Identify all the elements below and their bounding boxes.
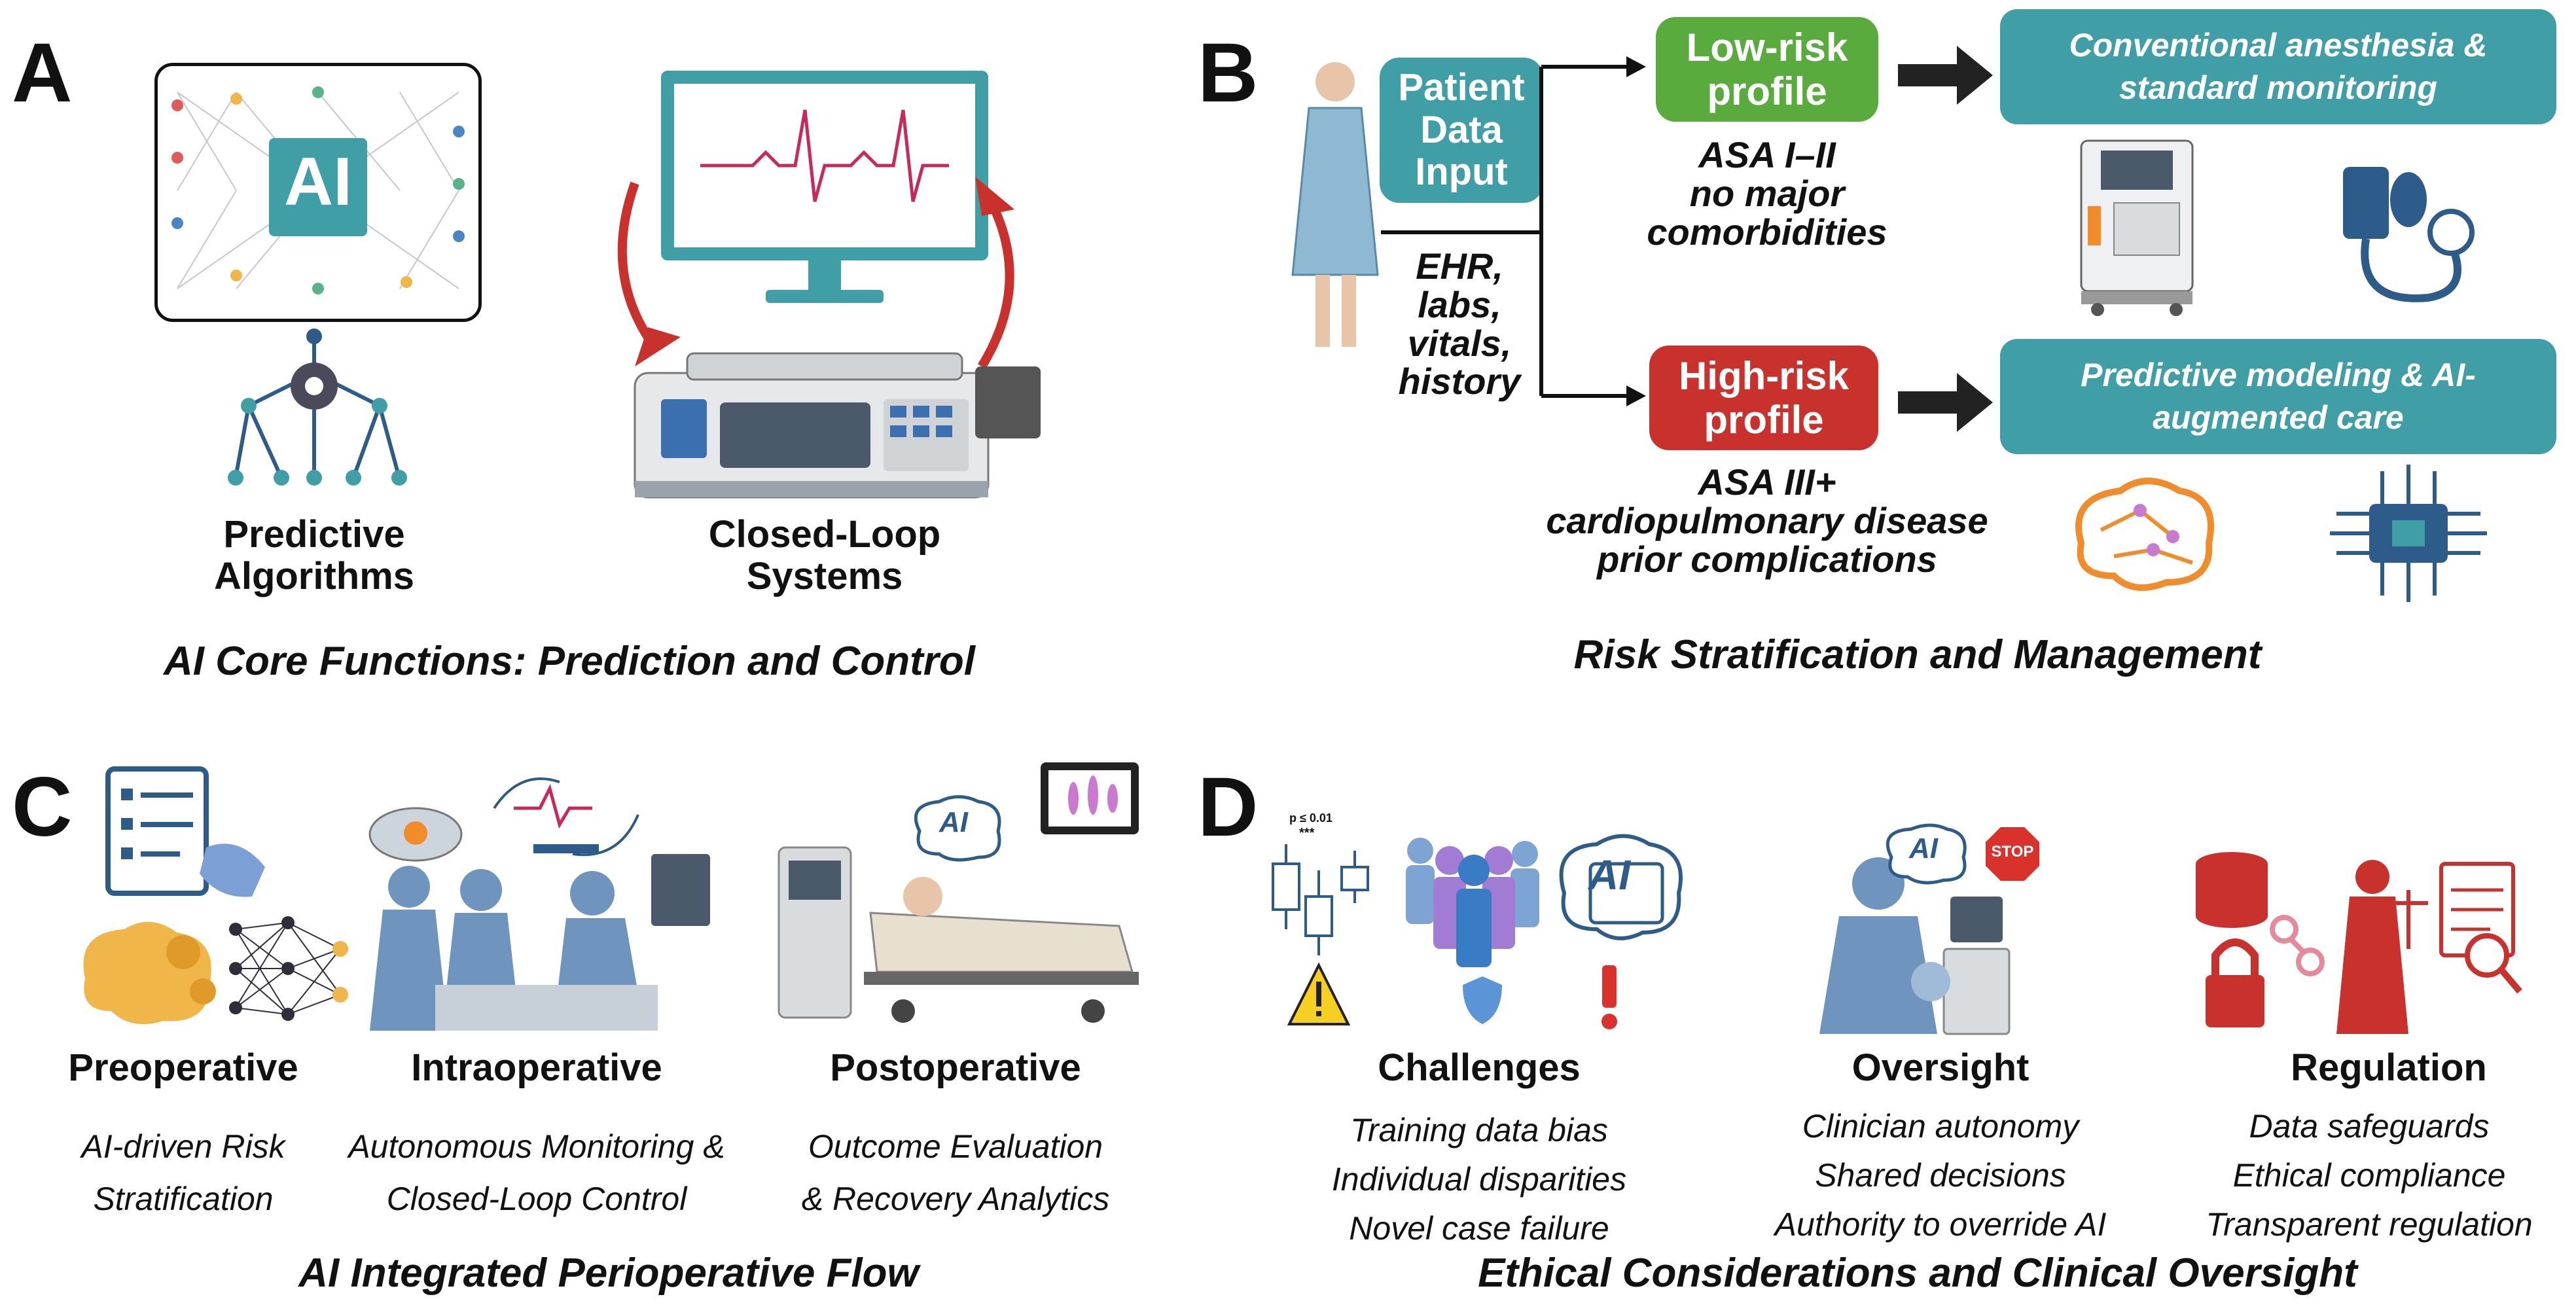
stage-intraoperative-title: Intraoperative bbox=[411, 1046, 662, 1089]
panel-letter-c: C bbox=[12, 760, 73, 854]
input-sources: EHR,labs, vitals,history bbox=[1398, 245, 1521, 402]
ai-brain-icon bbox=[914, 795, 1001, 862]
checklist-icon bbox=[105, 766, 265, 897]
infusion-pump-icon bbox=[634, 352, 1041, 499]
regulation-icons bbox=[2196, 852, 2522, 1034]
patient-figure-icon bbox=[1291, 62, 1379, 347]
ai-brain-oversight-icon bbox=[1886, 823, 1967, 885]
operating-room-icon bbox=[368, 777, 710, 1031]
neural-network-icon bbox=[171, 86, 465, 294]
ai-badge: AI bbox=[284, 144, 352, 220]
neural-net-icon bbox=[229, 916, 348, 1021]
panel-letter-d: D bbox=[1198, 760, 1259, 854]
brain-gears-icon bbox=[83, 921, 216, 1024]
panel-d-caption: Ethical Considerations and Clinical Over… bbox=[1478, 1251, 2357, 1296]
clinician-oversight-icon bbox=[1819, 857, 2011, 1035]
panel-a-caption: AI Core Functions: Prediction and Contro… bbox=[164, 639, 975, 684]
chip-icon bbox=[2330, 465, 2487, 602]
stage-intraoperative-desc: Autonomous Monitoring &Closed-Loop Contr… bbox=[348, 1128, 725, 1217]
panel-b-caption: Risk Stratification and Management bbox=[1573, 632, 2262, 677]
stop-sign-text: STOP bbox=[1991, 843, 2034, 861]
branch-connector bbox=[1381, 56, 1646, 406]
people-group-icon bbox=[1406, 838, 1539, 1024]
regulation-title: Regulation bbox=[2291, 1046, 2487, 1089]
ai-chip-brain-icon bbox=[1559, 834, 1683, 940]
panel-c-caption: AI Integrated Perioperative Flow bbox=[298, 1251, 919, 1296]
challenges-title: Challenges bbox=[1378, 1046, 1581, 1089]
blood-pressure-cuff-icon bbox=[2343, 167, 2475, 302]
conventional-care-box: Conventional anesthesia &standard monito… bbox=[2000, 9, 2556, 124]
monitor-icon bbox=[661, 71, 988, 303]
stage-postoperative-title: Postoperative bbox=[830, 1046, 1081, 1089]
ai-badge-oversight: AI bbox=[1909, 832, 1938, 864]
brain-circuit-icon bbox=[2075, 478, 2214, 591]
significance-stars: *** bbox=[1299, 826, 1315, 840]
stop-sign-icon bbox=[1983, 825, 2042, 883]
stage-preoperative-title: Preoperative bbox=[68, 1046, 298, 1089]
panel-letter-a: A bbox=[12, 26, 73, 120]
ai-badge-c: AI bbox=[939, 806, 968, 838]
decision-tree-icon bbox=[228, 329, 407, 486]
recovery-bed-icon bbox=[778, 762, 1139, 1023]
ai-network-card: AI bbox=[154, 63, 482, 322]
anesthesia-machine-icon bbox=[2080, 139, 2194, 316]
boxplot-icon bbox=[1272, 844, 1369, 1025]
stage-postoperative-desc: Outcome Evaluation& Recovery Analytics bbox=[801, 1128, 1110, 1217]
thick-arrows bbox=[1898, 46, 1993, 432]
ai-augmented-care-box: Predictive modeling & AI-augmented care bbox=[2000, 339, 2556, 454]
oversight-title: Oversight bbox=[1851, 1046, 2030, 1089]
exclamation-icon bbox=[1601, 965, 1617, 1029]
ai-badge-d: AI bbox=[1588, 851, 1630, 898]
pvalue-label: p ≤ 0.01 bbox=[1289, 811, 1333, 825]
panel-letter-b: B bbox=[1198, 26, 1259, 120]
loop-arrows-icon bbox=[617, 177, 1014, 369]
